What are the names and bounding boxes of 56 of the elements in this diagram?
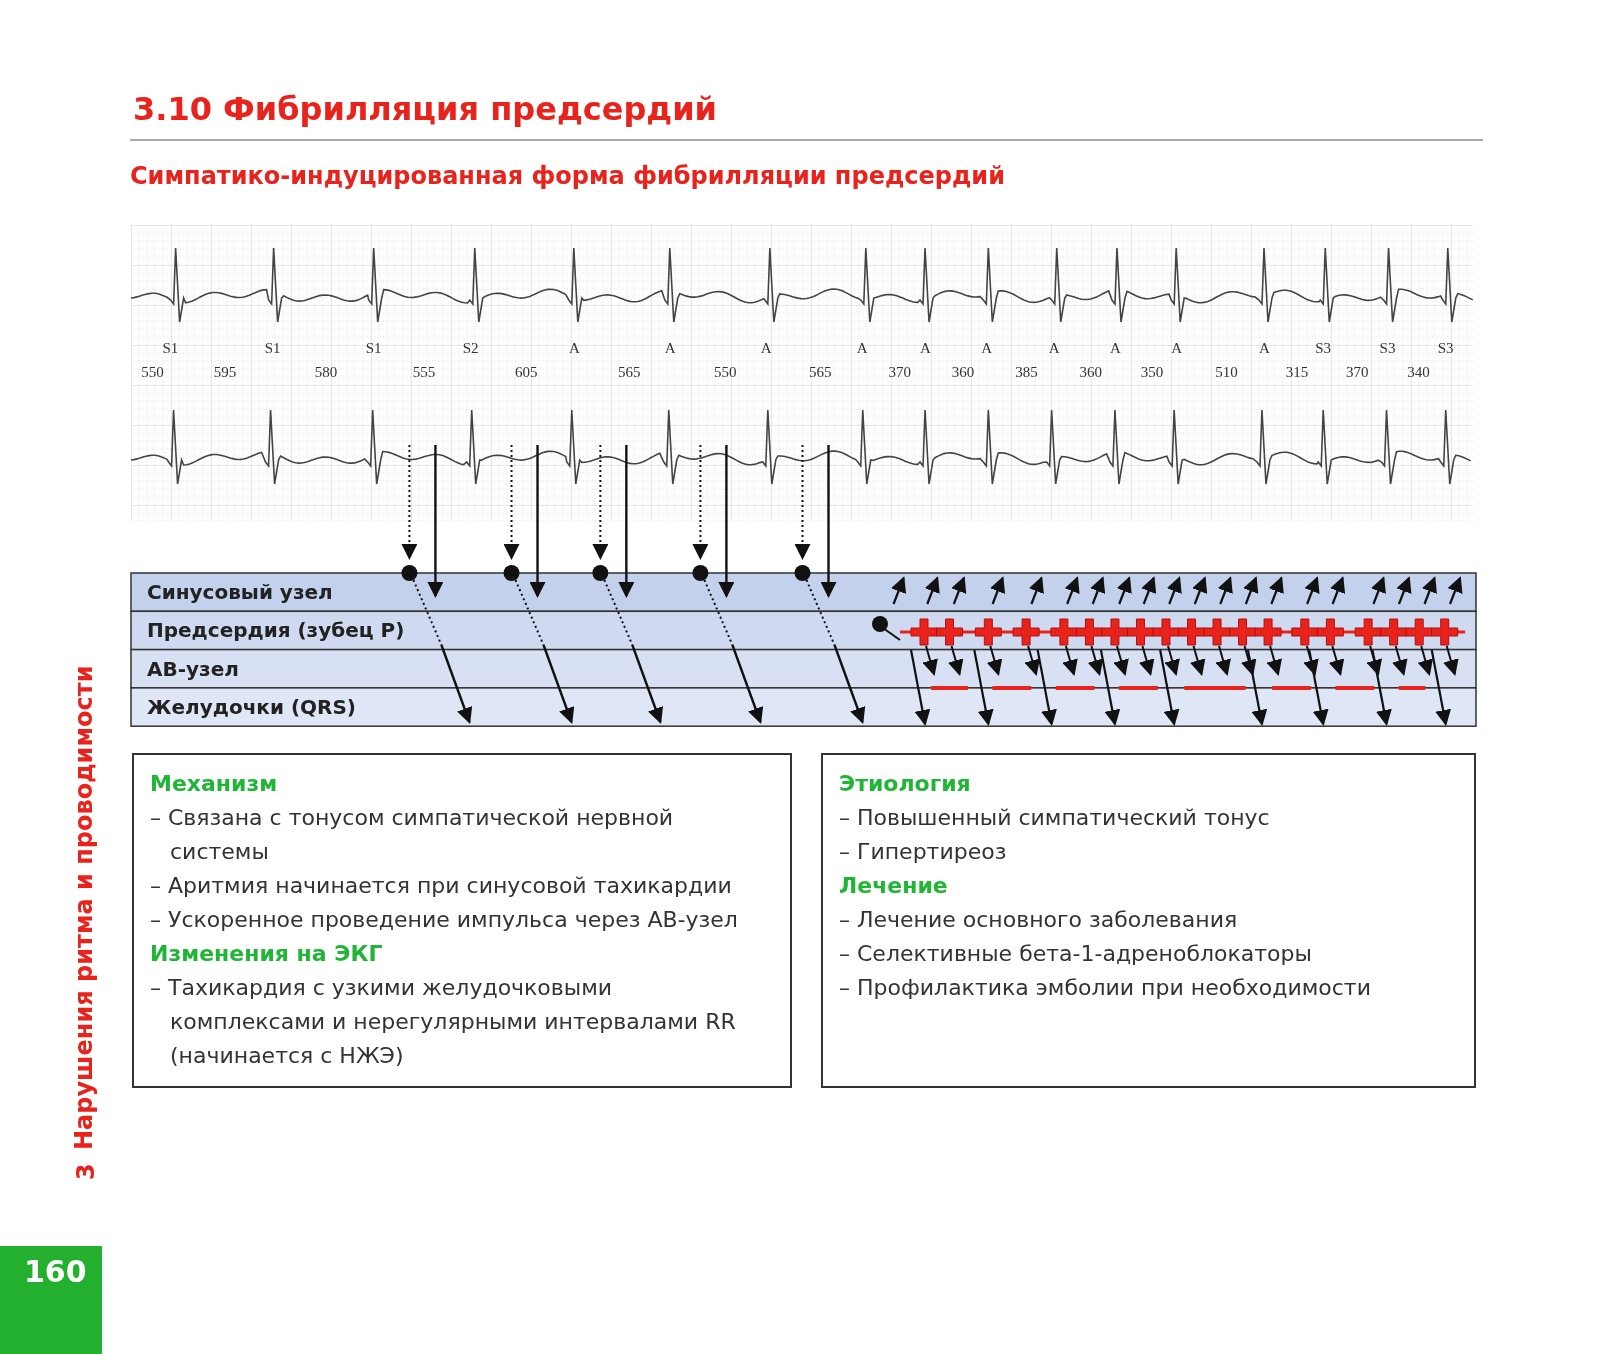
interval-label: 385: [1015, 364, 1038, 381]
row-label: АВ-узел: [147, 656, 239, 681]
bullet-item: – Профилактика эмболии при необходимости: [839, 974, 1372, 1002]
wave-label: A: [1259, 340, 1270, 357]
wave-label: A: [568, 340, 580, 357]
interval-label: 595: [213, 364, 237, 381]
wave-label: A: [1110, 340, 1121, 357]
wave-label: S3: [1315, 340, 1332, 357]
wave-label: A: [981, 340, 993, 357]
interval-label: 360: [951, 364, 975, 381]
subtitle: Симпатико-индуцированная форма фибрилляции предсердий: [130, 162, 1005, 190]
section-heading: Этиология: [839, 770, 972, 798]
interval-label: 360: [1079, 364, 1102, 381]
interval-label: 315: [1285, 364, 1309, 381]
interval-label: 580: [314, 364, 338, 381]
wave-label: A: [760, 340, 772, 357]
bullet-item: – Тахикардия с узкими желудочковыми комплексами и нерегулярными интервалами RR (начинается с НЖЭ): [150, 974, 737, 1070]
section-heading: Механизм: [150, 770, 279, 798]
interval-label: 370: [1345, 364, 1369, 381]
bullet-item: – Гипертиреоз: [839, 838, 1008, 866]
wave-label: S1: [365, 340, 382, 357]
row-label: Желудочки (QRS): [147, 694, 356, 719]
interval-label: 565: [808, 364, 832, 381]
interval-label: 340: [1407, 364, 1430, 381]
page-number: 160: [24, 1254, 87, 1289]
interval-label: 370: [888, 364, 912, 381]
wave-label: A: [664, 340, 676, 357]
wave-label: S1: [162, 340, 179, 357]
chapter-title: Нарушения ритма и проводимости: [70, 665, 98, 1150]
bullet-item: – Ускоренное проведение импульса через АВ-узел: [150, 906, 739, 934]
section-heading: Изменения на ЭКГ: [150, 940, 384, 968]
interval-label: 565: [618, 364, 641, 381]
bullet-item: – Аритмия начинается при синусовой тахикардии: [150, 872, 733, 900]
bullet-item: – Связана с тонусом симпатической нервной системы: [150, 804, 675, 866]
bullet-item: – Селективные бета-1-адреноблокаторы: [839, 940, 1313, 968]
wave-label: S1: [264, 340, 281, 357]
wave-label: A: [920, 340, 931, 357]
interval-label: 350: [1140, 364, 1164, 381]
bullet-item: – Повышенный симпатический тонус: [839, 804, 1271, 832]
interval-label: 555: [412, 364, 436, 381]
wave-label: A: [1171, 340, 1183, 357]
interval-label: 550: [713, 364, 737, 381]
row-label: Синусовый узел: [147, 580, 333, 604]
page-title: 3.10 Фибрилляция предсердий: [133, 90, 717, 128]
row-label: Предсердия (зубец P): [147, 618, 405, 643]
interval-label: 510: [1215, 364, 1238, 381]
wave-label: S2: [462, 340, 479, 357]
wave-label: S3: [1379, 340, 1396, 357]
bullet-item: – Лечение основного заболевания: [839, 906, 1239, 934]
interval-label: 605: [514, 364, 538, 381]
section-heading: Лечение: [839, 872, 949, 900]
chapter-number: 3: [72, 1163, 100, 1180]
wave-label: A: [856, 340, 868, 357]
wave-label: A: [1048, 340, 1060, 357]
wave-label: S3: [1437, 340, 1454, 357]
interval-label: 550: [141, 364, 164, 381]
